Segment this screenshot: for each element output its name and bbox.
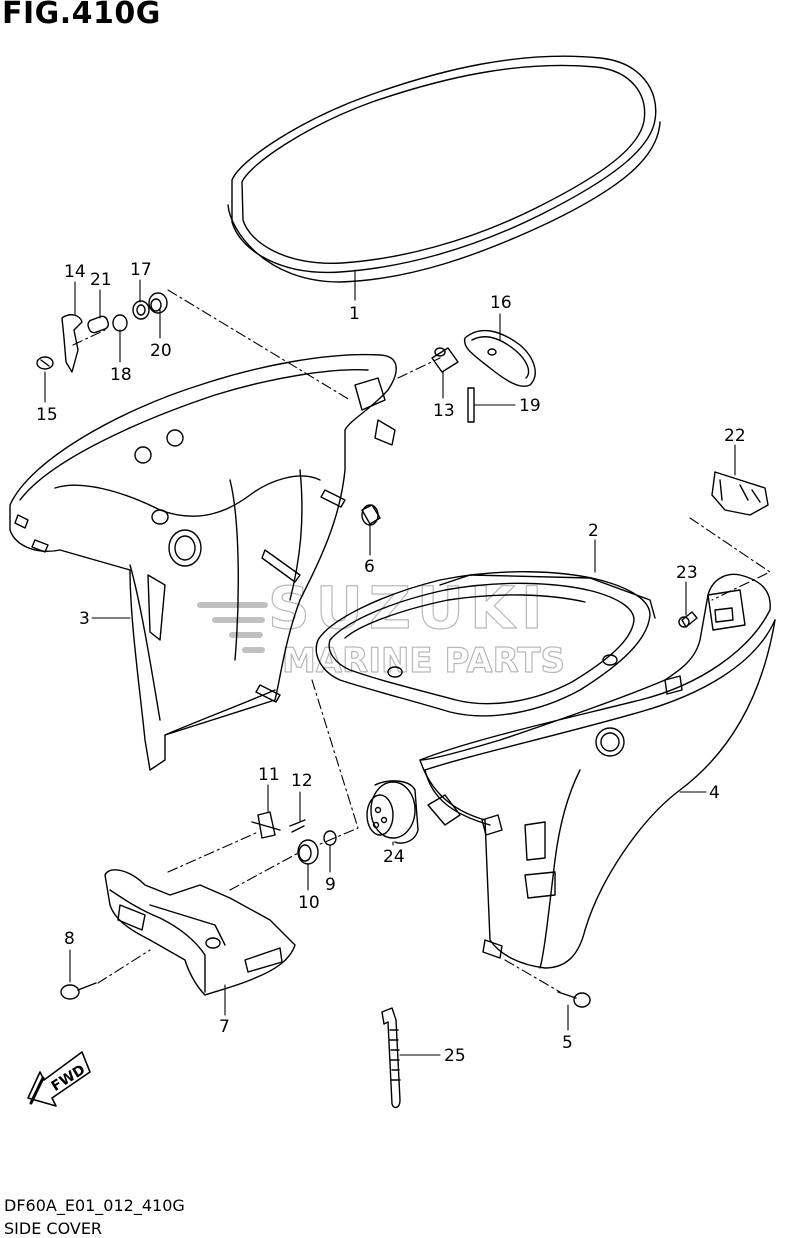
watermark: SUZUKI MARINE PARTS <box>197 573 566 682</box>
callout-18: 18 <box>110 365 132 385</box>
callout-10: 10 <box>298 893 320 913</box>
callout-22: 22 <box>724 426 746 446</box>
part-4-right-side-cover <box>419 573 776 969</box>
callout-1: 1 <box>349 304 360 324</box>
callout-19: 19 <box>519 396 541 416</box>
callout-5: 5 <box>562 1033 573 1053</box>
callout-21: 21 <box>90 270 112 290</box>
callout-24: 24 <box>383 847 405 867</box>
callout-9: 9 <box>325 875 336 895</box>
callout-17: 17 <box>130 260 152 280</box>
watermark-sub: MARINE PARTS <box>282 641 565 681</box>
callout-20: 20 <box>150 341 172 361</box>
figure-caption: SIDE COVER <box>4 1219 103 1238</box>
callout-4: 4 <box>709 783 720 803</box>
watermark-brand: SUZUKI <box>268 574 549 642</box>
figure-title: FIG.410G <box>2 0 161 31</box>
callout-25: 25 <box>444 1046 466 1066</box>
callout-6: 6 <box>364 557 375 577</box>
callout-16: 16 <box>490 293 512 313</box>
part-1-seal-ring <box>227 55 661 283</box>
part-2-seal-frame <box>315 571 656 717</box>
callout-2: 2 <box>588 521 599 541</box>
callout-14: 14 <box>64 262 86 282</box>
callout-12: 12 <box>291 771 313 791</box>
callout-labels: 1 2 3 4 5 6 7 8 9 10 11 12 13 14 15 16 1… <box>36 260 746 1066</box>
callout-13: 13 <box>433 401 455 421</box>
callout-23: 23 <box>676 563 698 583</box>
callout-11: 11 <box>258 765 280 785</box>
part-24-grommet <box>366 780 419 844</box>
callout-15: 15 <box>36 405 58 425</box>
part-25-cable-tie <box>381 1007 401 1109</box>
callout-8: 8 <box>64 929 75 949</box>
part-7-lower-cover <box>104 869 296 996</box>
fwd-label: FWD <box>49 1062 89 1095</box>
callout-7: 7 <box>219 1017 230 1037</box>
callout-3: 3 <box>79 609 90 629</box>
leader-lines <box>44 269 771 1056</box>
small-parts <box>36 292 769 1008</box>
figure-code: DF60A_E01_012_410G <box>4 1196 185 1215</box>
fwd-arrow-badge: FWD <box>27 1051 91 1107</box>
part-3-left-side-cover <box>9 353 397 771</box>
